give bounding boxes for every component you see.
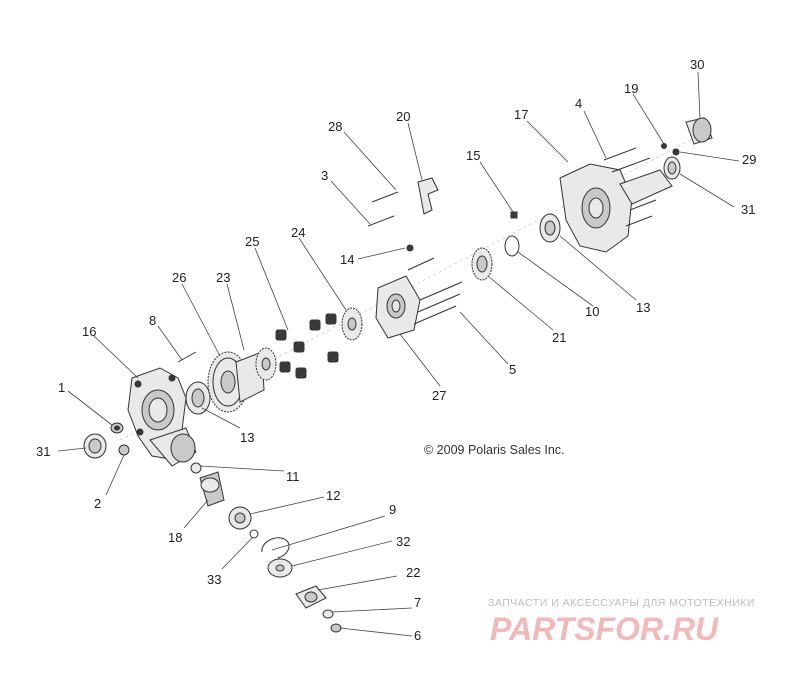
callout-22: 22 [406, 565, 420, 580]
washer-7 [322, 609, 334, 619]
callout-18: 18 [168, 530, 182, 545]
screw-14 [406, 244, 414, 252]
gear-24 [341, 307, 363, 341]
callout-9: 9 [389, 502, 396, 517]
ring-11 [190, 462, 202, 474]
bolt-29 [672, 148, 680, 156]
bearing-13-right [539, 213, 561, 243]
callout-1: 1 [58, 380, 65, 395]
bracket-20 [417, 177, 439, 215]
callout-24: 24 [291, 225, 305, 240]
callout-4: 4 [575, 96, 582, 111]
callout-10: 10 [585, 304, 599, 319]
callout-19: 19 [624, 81, 638, 96]
pin-19 [661, 143, 667, 149]
watermark: ЗАПЧАСТИ И АКСЕССУАРЫ ДЛЯ МОТОТЕХНИКИ PA… [488, 597, 755, 647]
carrier-23 [235, 347, 277, 403]
watermark-tagline: ЗАПЧАСТИ И АКСЕССУАРЫ ДЛЯ МОТОТЕХНИКИ [488, 597, 755, 609]
callout-12: 12 [326, 488, 340, 503]
callout-15: 15 [466, 148, 480, 163]
callout-7: 7 [414, 595, 421, 610]
callout-29: 29 [742, 152, 756, 167]
callout-30: 30 [690, 57, 704, 72]
actuator-30 [685, 117, 713, 145]
front-housing [127, 367, 197, 467]
callout-11: 11 [286, 469, 300, 484]
bolts-5 [407, 257, 463, 325]
callout-6: 6 [414, 628, 421, 643]
bearing-13-left [185, 381, 211, 415]
seal-31-left [83, 433, 107, 459]
bolt-3 [367, 215, 395, 227]
callout-27: 27 [432, 388, 446, 403]
callout-33: 33 [207, 572, 221, 587]
rear-housing-17 [559, 163, 673, 253]
bolts-4 [603, 147, 657, 227]
callout-21: 21 [552, 330, 566, 345]
callout-32: 32 [396, 534, 410, 549]
callout-25: 25 [245, 234, 259, 249]
callout-8: 8 [149, 313, 156, 328]
callout-20: 20 [396, 109, 410, 124]
leader-lines [57, 71, 740, 637]
bearing-12 [228, 506, 252, 530]
plug-1 [110, 422, 124, 434]
callout-17: 17 [514, 107, 528, 122]
oring-33 [249, 529, 259, 539]
callout-2: 2 [94, 496, 101, 511]
callout-31-left: 31 [36, 444, 50, 459]
callout-13-right: 13 [636, 300, 650, 315]
flange-22 [295, 585, 327, 609]
carrier-plate-27 [375, 275, 421, 339]
callout-28: 28 [328, 119, 342, 134]
callout-14: 14 [340, 252, 354, 267]
shaft-18 [199, 471, 225, 507]
callout-13-left: 13 [240, 430, 254, 445]
ring-21 [471, 247, 493, 281]
callout-5: 5 [509, 362, 516, 377]
washer-32 [267, 558, 293, 578]
vent-15 [510, 211, 518, 219]
bolt-28 [371, 191, 399, 203]
callout-26: 26 [172, 270, 186, 285]
pin-8 [177, 351, 197, 363]
copyright-text: © 2009 Polaris Sales Inc. [424, 443, 565, 457]
callout-23: 23 [216, 270, 230, 285]
plug-2 [118, 444, 130, 456]
callout-16: 16 [82, 324, 96, 339]
callout-3: 3 [321, 168, 328, 183]
watermark-logo: PARTSFOR.RU [490, 611, 719, 647]
oring-10 [504, 235, 520, 257]
seal-31-right [663, 156, 681, 180]
callout-labels: 1 2 3 4 5 6 7 8 9 10 11 12 13 13 14 15 1… [36, 57, 756, 643]
circlip-9 [261, 537, 290, 559]
nut-6 [330, 623, 342, 633]
pinion-gears-25 [275, 313, 339, 379]
callout-31-right: 31 [741, 202, 755, 217]
